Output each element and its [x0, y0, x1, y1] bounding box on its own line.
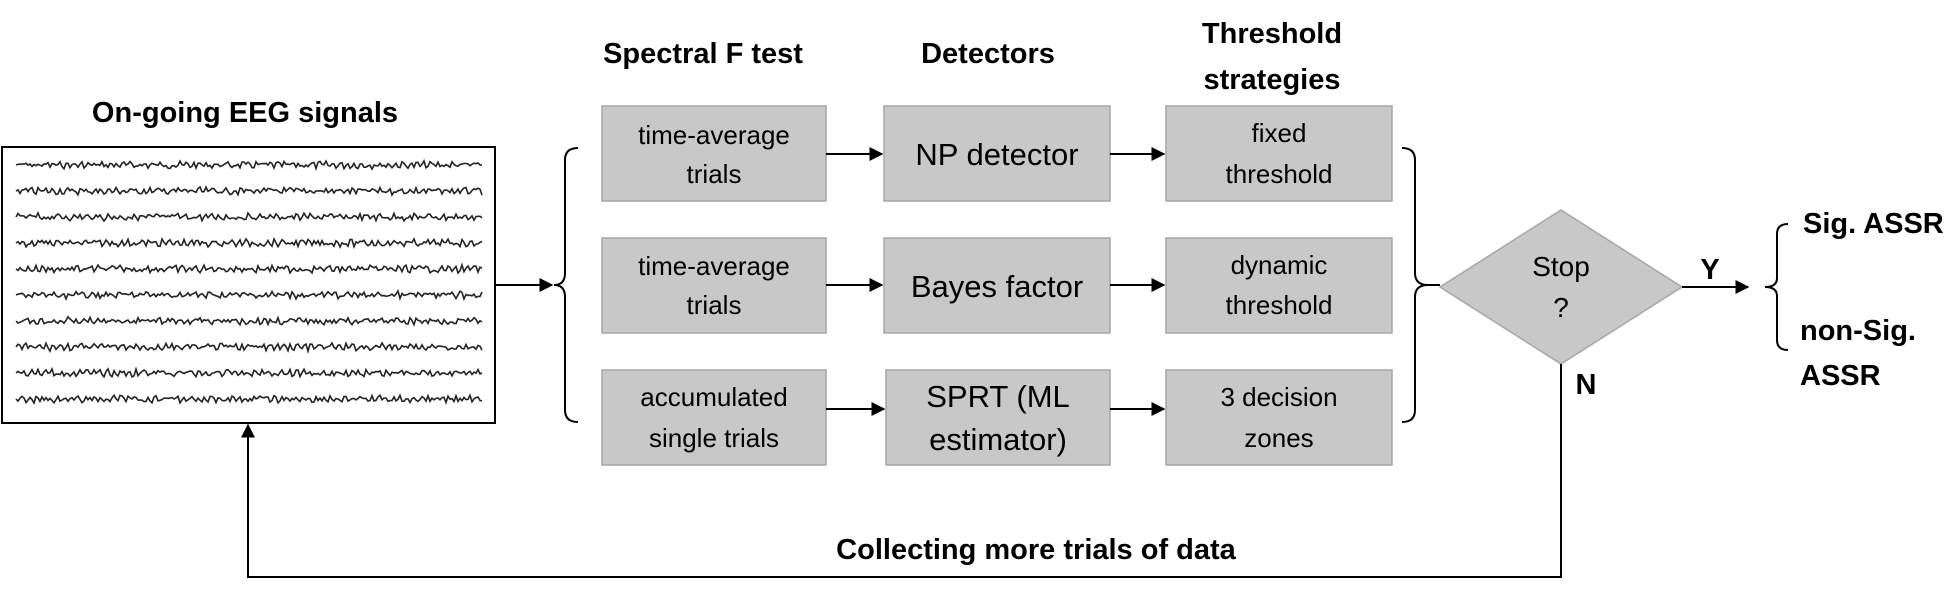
- eeg-traces: [15, 159, 483, 405]
- spectral-header: Spectral F test: [603, 38, 803, 70]
- detector-box-3: [885, 369, 1111, 466]
- feedback-loop-line: [241, 364, 1562, 578]
- outcome-sig: Sig. ASSR: [1803, 208, 1944, 240]
- spectral-box-1: [601, 105, 827, 202]
- right-brace: [1401, 147, 1429, 423]
- row-3: accumulated single trials SPRT (ML estim…: [601, 369, 1393, 466]
- threshold-box-2-line1: dynamic: [1231, 250, 1328, 280]
- eeg-header: On-going EEG signals: [92, 97, 398, 129]
- eeg-trace: [15, 315, 483, 327]
- outcome-nonsig-line1: non-Sig.: [1800, 315, 1916, 347]
- threshold-box-1: [1165, 105, 1393, 202]
- eeg-signal-box: [1, 146, 496, 424]
- no-label: N: [1576, 369, 1597, 401]
- eeg-trace: [15, 262, 483, 275]
- stop-decision-diamond: [1438, 209, 1684, 365]
- detector-box-2-line1: Bayes factor: [911, 269, 1083, 304]
- spectral-box-3-line2: single trials: [649, 423, 779, 453]
- spectral-box-2-line1: time-average: [638, 251, 790, 281]
- spectral-box-2: [601, 237, 827, 334]
- threshold-box-3: [1165, 369, 1393, 466]
- spectral-box-2-line2: trials: [687, 290, 742, 320]
- yes-label: Y: [1700, 254, 1719, 286]
- spectral-box-1-line2: trials: [687, 159, 742, 189]
- spectral-box-3-line1: accumulated: [640, 382, 787, 412]
- eeg-trace: [15, 159, 483, 172]
- threshold-box-3-line2: zones: [1244, 423, 1313, 453]
- detector-box-1: [883, 105, 1111, 202]
- eeg-trace: [15, 185, 483, 197]
- outcome-brace: [1764, 223, 1789, 351]
- feedback-label: Collecting more trials of data: [836, 534, 1236, 566]
- row-1: time-average trials NP detector fixed th…: [601, 105, 1393, 202]
- detector-box-3-line2: estimator): [929, 422, 1067, 457]
- eeg-trace: [15, 211, 483, 223]
- eeg-trace: [15, 366, 483, 379]
- spectral-box-1-line1: time-average: [638, 120, 790, 150]
- threshold-box-2: [1165, 237, 1393, 334]
- eeg-trace: [15, 236, 483, 250]
- decision-label-line2: ?: [1553, 292, 1569, 323]
- outcome-nonsig-line2: ASSR: [1800, 360, 1881, 392]
- threshold-box-1-line1: fixed: [1252, 118, 1307, 148]
- left-brace: [553, 147, 579, 423]
- threshold-box-1-line2: threshold: [1226, 159, 1333, 189]
- threshold-box-3-line1: 3 decision: [1220, 382, 1337, 412]
- detector-box-3-line1: SPRT (ML: [926, 379, 1070, 414]
- detector-box-2: [883, 237, 1111, 334]
- eeg-trace: [15, 289, 483, 302]
- threshold-header-line1: Threshold: [1202, 18, 1342, 50]
- spectral-box-3: [601, 369, 827, 466]
- threshold-header-line2: strategies: [1203, 64, 1340, 96]
- detector-box-1-line1: NP detector: [915, 137, 1078, 172]
- eeg-trace: [15, 340, 483, 355]
- detectors-header: Detectors: [921, 38, 1055, 70]
- decision-label-line1: Stop: [1532, 251, 1590, 282]
- row-2: time-average trials Bayes factor dynamic…: [601, 237, 1393, 334]
- threshold-box-2-line2: threshold: [1226, 290, 1333, 320]
- eeg-trace: [15, 393, 483, 405]
